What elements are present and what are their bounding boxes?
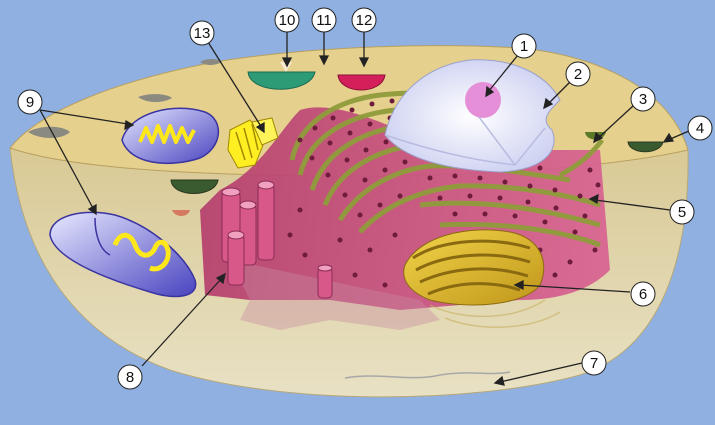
marker-13: 13 <box>190 21 214 45</box>
svg-text:1: 1 <box>520 38 528 55</box>
svg-text:7: 7 <box>590 355 598 372</box>
svg-text:8: 8 <box>126 369 134 386</box>
nucleolus <box>465 82 501 118</box>
marker-5: 5 <box>670 200 694 224</box>
svg-text:3: 3 <box>639 91 647 108</box>
marker-3: 3 <box>631 87 655 111</box>
marker-6: 6 <box>631 282 655 306</box>
marker-4: 4 <box>688 116 712 140</box>
marker-7: 7 <box>582 351 606 375</box>
marker-2: 2 <box>566 62 590 86</box>
svg-text:4: 4 <box>696 120 704 137</box>
svg-text:13: 13 <box>194 25 211 42</box>
svg-text:9: 9 <box>26 94 34 111</box>
marker-9: 9 <box>18 90 42 114</box>
svg-text:5: 5 <box>678 204 686 221</box>
svg-text:12: 12 <box>356 12 373 29</box>
marker-11: 11 <box>312 8 336 32</box>
svg-text:10: 10 <box>279 12 296 29</box>
svg-text:2: 2 <box>574 66 582 83</box>
svg-text:6: 6 <box>639 286 647 303</box>
marker-10: 10 <box>275 8 299 32</box>
marker-8: 8 <box>118 365 142 389</box>
marker-1: 1 <box>512 34 536 58</box>
marker-12: 12 <box>352 8 376 32</box>
svg-text:11: 11 <box>316 12 332 29</box>
